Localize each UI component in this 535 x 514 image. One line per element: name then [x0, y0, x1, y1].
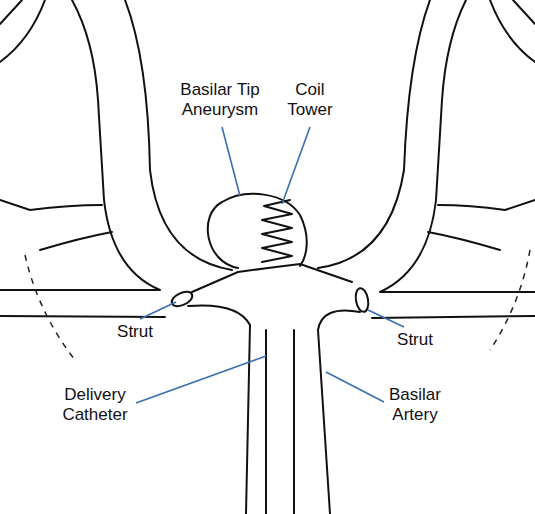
vessel-wall — [513, 0, 535, 24]
vessel-wall — [380, 0, 535, 292]
vessel-wall — [0, 0, 45, 62]
leader-line — [222, 127, 240, 196]
part-label: Basilar Artery — [370, 385, 460, 425]
vessel-wall — [428, 232, 500, 250]
leader-line — [282, 127, 310, 204]
vessel-wall — [0, 0, 22, 24]
vessel-wall — [125, 0, 232, 270]
strut — [354, 287, 370, 313]
vessel-wall — [0, 200, 102, 210]
strut — [169, 289, 194, 309]
vessel-wall — [318, 0, 430, 268]
vessel-wall — [490, 0, 535, 62]
vessel-wall — [372, 316, 535, 318]
dashed-region-outline — [490, 250, 530, 350]
stent-wire — [192, 264, 352, 292]
part-label: Basilar Tip Aneurysm — [160, 80, 280, 120]
vessel-wall — [0, 0, 160, 290]
catheter-wall — [293, 330, 295, 514]
basilar-artery-wall — [188, 305, 250, 514]
part-label: Strut — [380, 330, 450, 350]
catheter-wall — [265, 330, 267, 514]
leader-line — [136, 356, 266, 403]
part-label: Strut — [100, 322, 170, 342]
basilar-artery-wall — [318, 310, 360, 514]
vessel-wall — [0, 316, 165, 317]
leader-line — [140, 302, 176, 319]
vessel-wall — [40, 232, 112, 250]
leader-line — [368, 310, 404, 327]
vessel-wall — [438, 200, 535, 210]
dashed-region-outline — [25, 255, 75, 360]
aneurysm-sac — [208, 194, 307, 268]
coil-tower — [262, 200, 292, 262]
part-label: Delivery Catheter — [50, 385, 140, 425]
part-label: Coil Tower — [280, 80, 340, 120]
leader-line — [326, 372, 384, 402]
